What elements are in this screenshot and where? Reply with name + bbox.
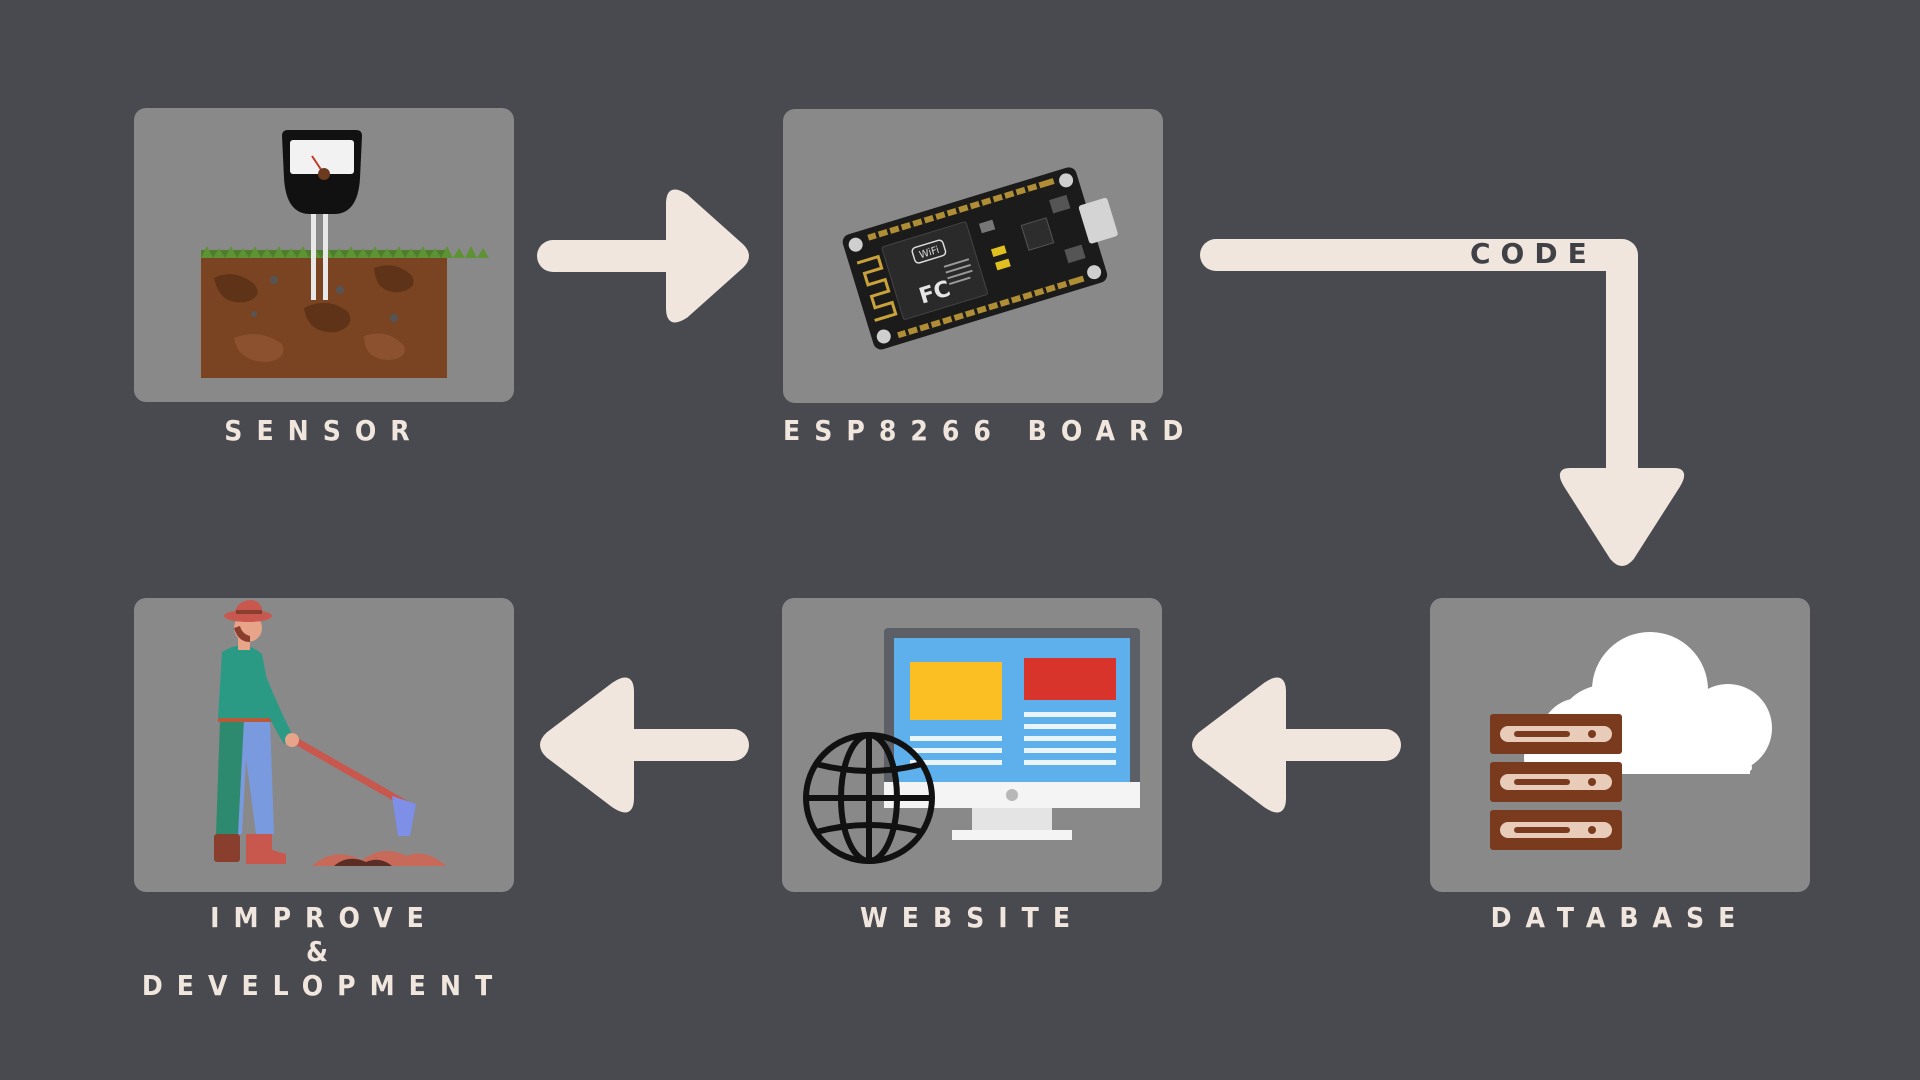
node-esp-board: WiFi FC [783, 109, 1163, 403]
esp8266-board-icon: WiFi FC [842, 167, 1118, 350]
database-label-text: DATABASE [1490, 901, 1750, 934]
node-sensor-label: SENSOR [134, 414, 514, 448]
arrow-board-to-database [1200, 239, 1685, 566]
website-monitor-icon [884, 628, 1140, 840]
soil-sensor-icon [201, 130, 489, 378]
esp-board-label-text: ESP8266 BOARD [783, 414, 1198, 447]
website-label-text: WEBSITE [859, 901, 1085, 934]
arrow-database-to-website [1192, 677, 1401, 813]
node-improve-label: IMPROVE & DEVELOPMENT [134, 901, 514, 1003]
node-database [1430, 598, 1810, 892]
edge-label-code: CODE [1470, 237, 1597, 270]
node-sensor [134, 108, 514, 402]
server-rack-icon [1490, 714, 1622, 850]
node-improve [134, 598, 514, 892]
node-website [782, 598, 1162, 892]
improve-label-line-1: IMPROVE [210, 901, 438, 934]
arrow-sensor-to-board [537, 189, 749, 323]
improve-label-line-3: DEVELOPMENT [141, 969, 507, 1002]
node-esp-board-label: ESP8266 BOARD [783, 414, 1198, 448]
node-website-label: WEBSITE [782, 901, 1162, 935]
improve-label-line-2: & [306, 935, 342, 968]
globe-icon [803, 732, 935, 864]
arrow-website-to-improve [540, 677, 749, 813]
farmer-icon [214, 600, 446, 866]
node-database-label: DATABASE [1430, 901, 1810, 935]
sensor-label-text: SENSOR [224, 414, 424, 447]
